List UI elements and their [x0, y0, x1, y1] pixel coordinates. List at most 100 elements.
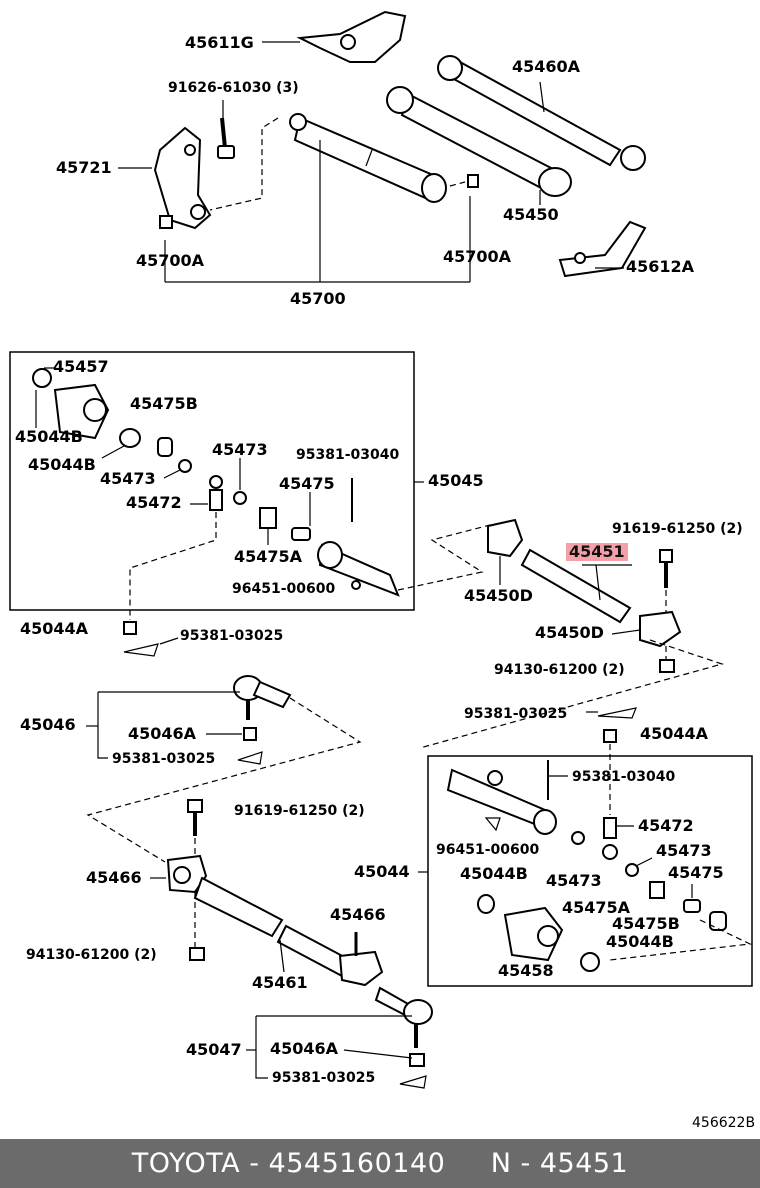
label-45475-top: 45475 — [279, 474, 335, 493]
cotter-pin-95381-03025-a-part — [123, 643, 159, 657]
label-45473-c: 45473 — [546, 871, 602, 890]
label-91619-61250-bot: 91619-61250 (2) — [234, 803, 365, 819]
steering-damper-45700-part — [289, 113, 447, 203]
spring-45475a-bot-part — [649, 881, 665, 899]
label-94130-61200-top: 94130-61200 (2) — [494, 662, 625, 678]
nut-94130-top-part — [659, 659, 675, 673]
plug-45475b-bot-part — [709, 911, 727, 931]
label-45475b-top: 45475B — [130, 394, 198, 413]
label-45473-a: 45473 — [212, 440, 268, 459]
label-96451-00600-top: 96451-00600 — [232, 581, 336, 597]
label-95381-03025-c: 95381-03025 — [112, 751, 216, 767]
tube-45451-part — [520, 548, 632, 624]
seat-45473-c-part — [571, 831, 585, 845]
label-45700a-left: 45700A — [136, 251, 205, 270]
label-45721: 45721 — [56, 158, 112, 177]
spring-45475a-part — [259, 507, 277, 529]
footer-bar — [0, 1139, 760, 1188]
label-45046: 45046 — [20, 715, 76, 734]
bolt-91626-part — [217, 100, 235, 159]
plug-45475-part — [291, 527, 311, 541]
bracket-45611g-part — [262, 10, 407, 63]
label-45046a-top: 45046A — [128, 724, 197, 743]
rod-end-45044-part — [446, 768, 557, 835]
label-45475a-top: 45475A — [234, 547, 303, 566]
label-45475-bot: 45475 — [668, 863, 724, 882]
label-45466-left: 45466 — [86, 868, 142, 887]
label-45475b-bot: 45475B — [612, 914, 680, 933]
nut-45044a-top-part — [123, 621, 137, 635]
nut-45700a-right-part — [467, 174, 479, 188]
label-45450d-a: 45450D — [464, 586, 533, 605]
label-45473-b: 45473 — [100, 469, 156, 488]
footer-part-number: TOYOTA - 4545160140 N - 45451 — [131, 1148, 629, 1179]
label-45700a-right: 45700A — [443, 247, 512, 266]
tube-45461-part — [193, 876, 352, 978]
nut-94130-bot-part — [189, 947, 205, 961]
tie-rod-end-45047-part — [374, 986, 433, 1067]
label-45044: 45044 — [354, 862, 410, 881]
housing-45458-part — [503, 906, 564, 962]
arm-45612a-part — [558, 220, 647, 278]
label-45460a: 45460A — [512, 57, 581, 76]
label-45045: 45045 — [428, 471, 484, 490]
exploded-parts-drawing — [9, 10, 753, 1089]
label-45044a-mid: 45044A — [640, 724, 709, 743]
ring-45044b-3-part — [477, 894, 495, 914]
label-45611g: 45611G — [185, 33, 254, 52]
label-45612a: 45612A — [626, 257, 695, 276]
tie-rod-45460a-part — [437, 55, 646, 171]
clamp-45466-right-part — [338, 932, 384, 987]
label-45046a-bot: 45046A — [270, 1039, 339, 1058]
label-45044a-top: 45044A — [20, 619, 89, 638]
ball-stud-45472-part — [209, 475, 223, 511]
bolt-91619-bot-part — [187, 799, 203, 836]
label-45466-right: 45466 — [330, 905, 386, 924]
seat-45473-d-part — [625, 863, 639, 877]
kit-45045-box — [9, 351, 415, 611]
bolt-91619-top-part — [659, 549, 673, 588]
label-45473-d: 45473 — [656, 841, 712, 860]
label-45044b-1: 45044B — [15, 427, 83, 446]
diagram-reference-code: 456622B — [692, 1115, 756, 1131]
label-96451-00600-bot: 96451-00600 — [436, 842, 540, 858]
plug-45475-bot-part — [683, 899, 701, 913]
label-45472-top: 45472 — [126, 493, 182, 512]
nut-45700a-left-part — [159, 215, 173, 229]
label-91619-61250-top: 91619-61250 (2) — [612, 521, 743, 537]
label-95381-03040-bot: 95381-03040 — [572, 769, 676, 785]
seat-45473-part — [233, 491, 247, 505]
label-45475a-bot: 45475A — [562, 898, 631, 917]
ball-stud-45472-bot-part — [602, 817, 618, 860]
label-45458: 45458 — [498, 961, 554, 980]
label-45457: 45457 — [53, 357, 109, 376]
tie-rod-45450-part — [386, 86, 572, 205]
bracket-45721-part — [118, 126, 212, 230]
label-45450d-b: 45450D — [535, 623, 604, 642]
plug-96451-bot-part — [484, 817, 501, 832]
nut-45044a-mid-part — [603, 729, 617, 743]
label-45451-highlighted[interactable]: 45451 — [566, 543, 628, 561]
label-45044b-3: 45044B — [460, 864, 528, 883]
kit-45044-box — [427, 755, 753, 987]
label-45472-bot: 45472 — [638, 816, 694, 835]
label-45047: 45047 — [186, 1040, 242, 1059]
rod-end-45045-part — [317, 541, 400, 597]
label-94130-61200-bot: 94130-61200 (2) — [26, 947, 157, 963]
label-95381-03025-d: 95381-03025 — [272, 1070, 376, 1086]
cotter-pin-95381-03025-d-part — [399, 1075, 427, 1089]
label-45044b-4: 45044B — [606, 932, 674, 951]
tie-rod-end-45046-part — [233, 675, 292, 741]
label-95381-03025-b: 95381-03025 — [464, 706, 568, 722]
label-45450: 45450 — [503, 205, 559, 224]
housing-45457-part — [32, 368, 192, 473]
ring-45044b-4-part — [580, 952, 600, 972]
label-45700: 45700 — [290, 289, 346, 308]
label-91626-61030: 91626-61030 (3) — [168, 80, 299, 96]
label-95381-03025-a: 95381-03025 — [180, 628, 284, 644]
label-45044b-2: 45044B — [28, 455, 96, 474]
label-45461: 45461 — [252, 973, 308, 992]
clamp-45450d-b-part — [639, 610, 682, 648]
clamp-45450d-a-part — [487, 518, 524, 558]
